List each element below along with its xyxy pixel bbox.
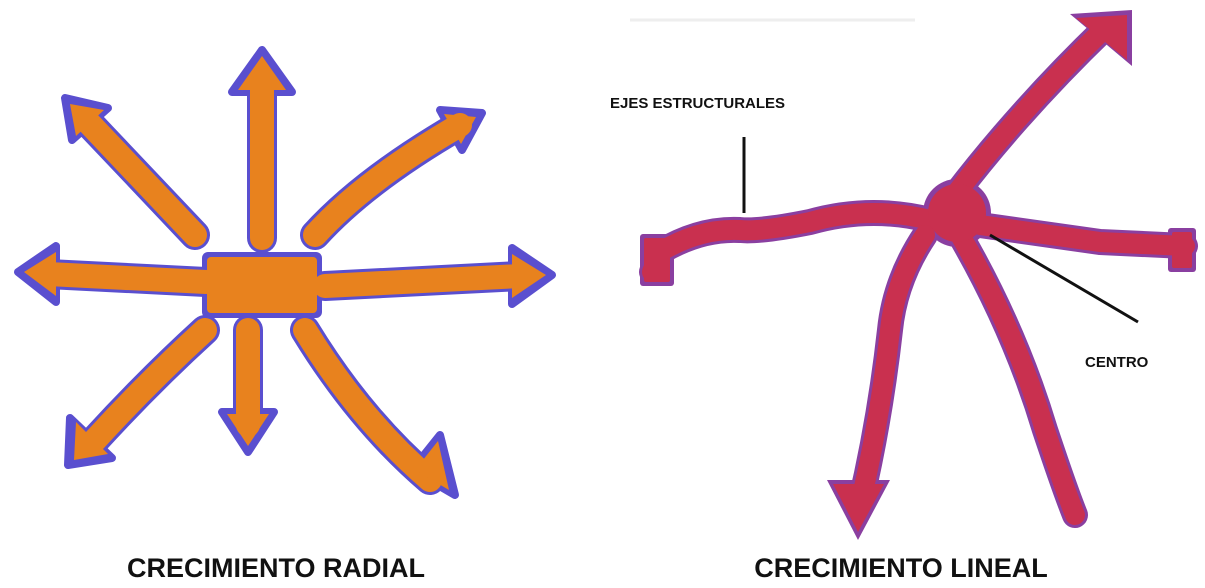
- radial-growth-figure: CRECIMIENTO RADIAL: [18, 50, 552, 583]
- linear-center: [928, 184, 986, 242]
- axis-end-west: [644, 238, 670, 282]
- axis-southeast: [960, 235, 1075, 515]
- radial-arrow-northeast: [315, 125, 460, 235]
- radial-arrow-southwest: [95, 330, 205, 440]
- radial-arrow-northwest: [88, 122, 195, 235]
- axis-arrowhead-south: [833, 484, 884, 532]
- axes-label: EJES ESTRUCTURALES: [610, 95, 785, 112]
- lineal-caption: CRECIMIENTO LINEAL: [754, 553, 1048, 583]
- linear-endpoints-outline: [640, 10, 1196, 540]
- radial-center: [207, 257, 317, 313]
- axis-west: [652, 213, 930, 272]
- axis-northeast: [955, 28, 1105, 195]
- radial-arrow-southeast: [305, 330, 430, 480]
- radial-arrow-west: [48, 274, 206, 282]
- center-label: CENTRO: [1085, 354, 1149, 371]
- axis-end-east: [1172, 232, 1192, 268]
- radial-caption: CRECIMIENTO RADIAL: [127, 553, 425, 583]
- radial-arrow-east: [325, 276, 520, 286]
- linear-growth-figure: EJES ESTRUCTURALES CENTRO CRECIMIENTO LI…: [610, 10, 1196, 583]
